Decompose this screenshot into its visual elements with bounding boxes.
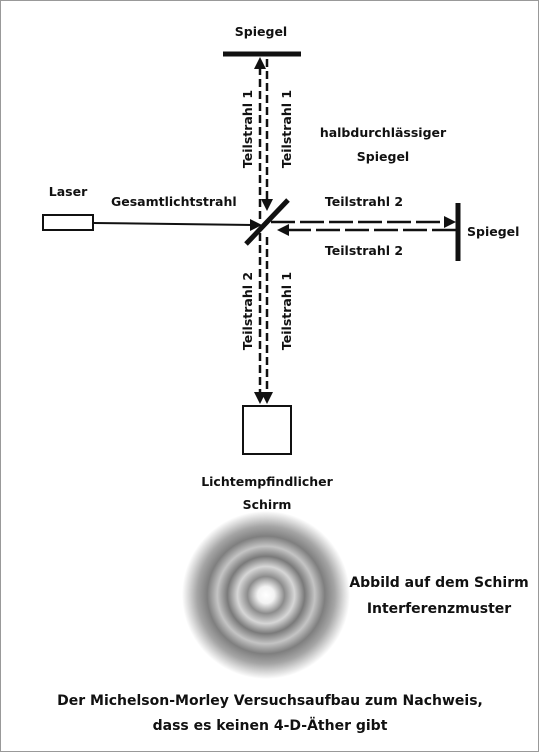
sub-beam-1-down-upper-label: Teilstrahl 1 bbox=[279, 90, 294, 168]
total-beam bbox=[93, 222, 254, 226]
screen-label-1: Lichtempfindlicher bbox=[201, 474, 333, 489]
sub-beam-1-down-label: Teilstrahl 1 bbox=[279, 272, 294, 350]
beam-right-arrowhead bbox=[444, 216, 456, 228]
laser-label: Laser bbox=[49, 184, 88, 199]
sub-beam-2-down-label: Teilstrahl 2 bbox=[240, 272, 255, 350]
beam-up-arrowhead bbox=[254, 57, 266, 69]
pattern-label-1: Abbild auf dem Schirm bbox=[349, 575, 528, 591]
screen-label-2: Schirm bbox=[243, 497, 292, 512]
right-mirror-label: Spiegel bbox=[467, 224, 519, 239]
beam-splitter-label-1: halbdurchlässiger bbox=[320, 125, 447, 140]
caption-line-1: Der Michelson-Morley Versuchsaufbau zum … bbox=[57, 693, 483, 709]
beam-splitter bbox=[244, 198, 290, 246]
screen-box bbox=[242, 405, 292, 455]
beam-splitter-label-2: Spiegel bbox=[357, 149, 409, 164]
total-beam-label: Gesamtlichtstrahl bbox=[111, 194, 237, 209]
sub-beam-2-right-upper-label: Teilstrahl 2 bbox=[325, 194, 403, 209]
sub-beam-1-up-label: Teilstrahl 1 bbox=[240, 90, 255, 168]
total-beam-arrowhead bbox=[250, 219, 262, 231]
beam-down-arrowhead-top bbox=[261, 199, 273, 211]
beam-left-arrowhead bbox=[277, 224, 289, 236]
beam-down-right-arrowhead bbox=[261, 392, 273, 404]
top-mirror-label: Spiegel bbox=[235, 24, 287, 39]
interference-pattern bbox=[182, 511, 350, 679]
caption-line-2: dass es keinen 4-D-Äther gibt bbox=[153, 717, 388, 734]
sub-beam-2-right-lower-label: Teilstrahl 2 bbox=[325, 243, 403, 258]
pattern-label-2: Interferenzmuster bbox=[367, 601, 511, 617]
laser-box bbox=[42, 214, 94, 231]
